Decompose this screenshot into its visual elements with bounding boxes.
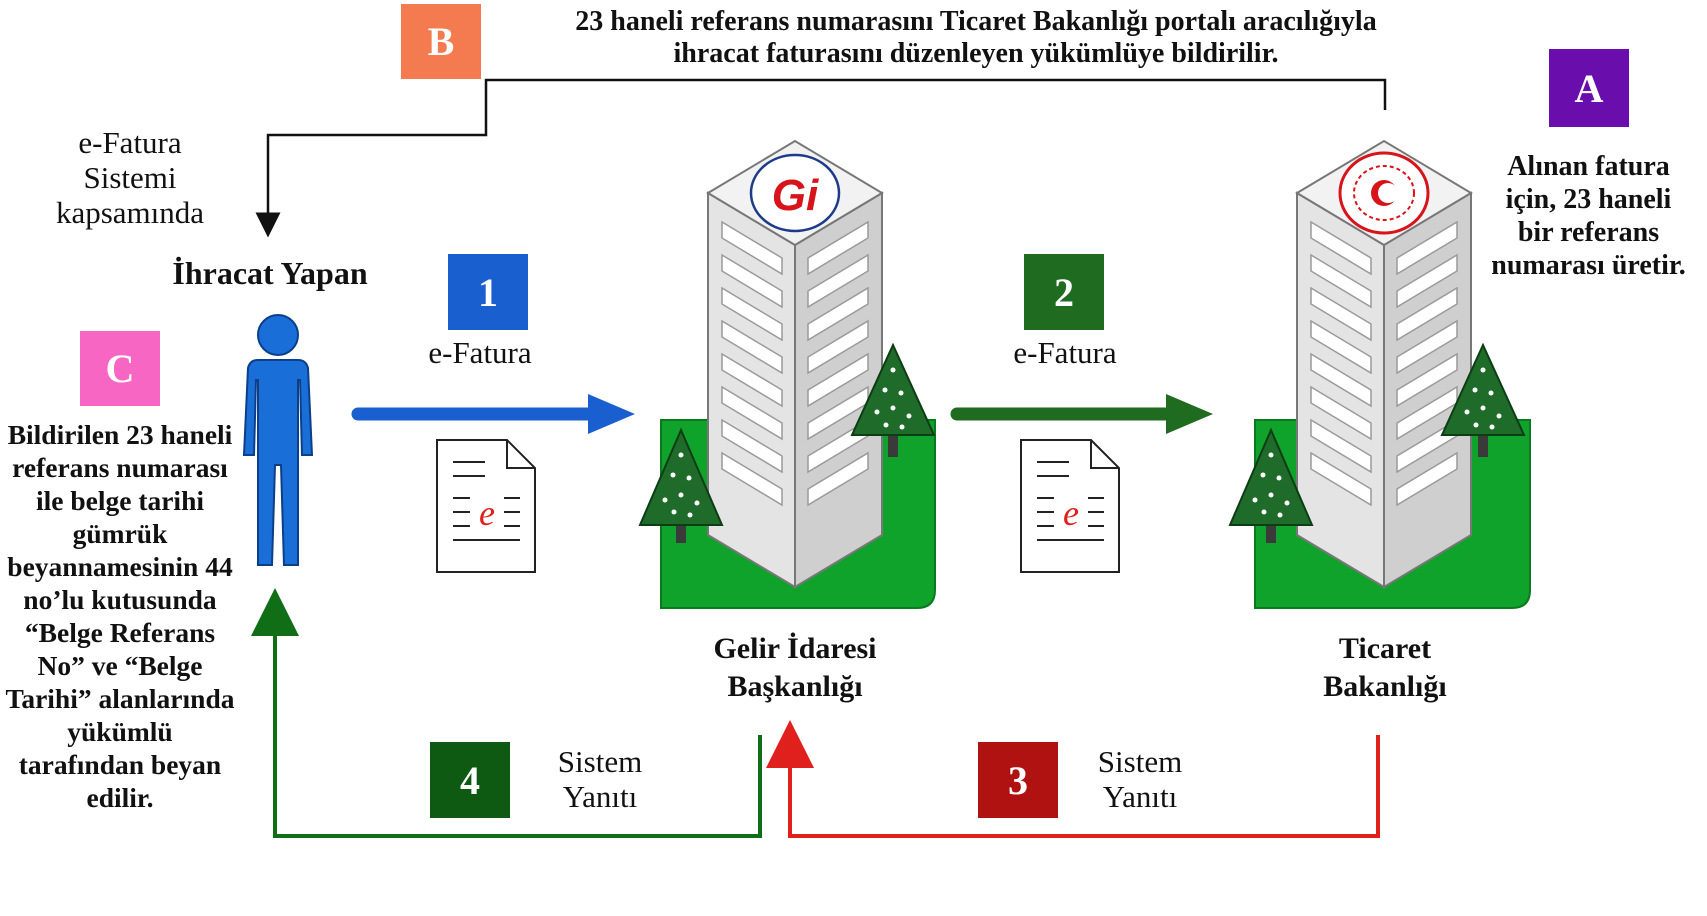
gib-logo-icon bbox=[749, 153, 841, 233]
c-description: Bildirilen 23 haneli referans numarası i… bbox=[5, 419, 235, 813]
a-line-3: bir referans bbox=[1517, 217, 1660, 249]
gib-line-2: Başkanlığı bbox=[727, 669, 863, 703]
arrow-2 bbox=[950, 394, 1213, 434]
a-line-1: Alınan fatura bbox=[1507, 151, 1670, 182]
efatura-scope-line-3: kapsamında bbox=[55, 195, 205, 231]
a-description: Alınan fatura için, 23 haneli bir refera… bbox=[1470, 150, 1707, 282]
building-gib-icon: Gi bbox=[706, 139, 884, 589]
response-3-line-2: Yanıtı bbox=[1102, 779, 1178, 815]
b-line-2: ihracat faturasını düzenleyen yükümlüye … bbox=[673, 37, 1279, 69]
a-line-4: numarası üretir. bbox=[1491, 250, 1686, 282]
tree-icon bbox=[850, 342, 936, 457]
efatura-scope-line-2: Sistemi bbox=[83, 160, 177, 196]
badge-step-2: 2 bbox=[1024, 254, 1104, 330]
arrow-1-label: e-Fatura bbox=[428, 335, 532, 370]
building-tb-icon bbox=[1295, 139, 1473, 589]
b-description: 23 haneli referans numarasını Ticaret Ba… bbox=[486, 6, 1466, 69]
response-4-line-1: Sistem bbox=[557, 744, 643, 779]
tree-icon bbox=[1440, 342, 1526, 457]
tb-line-1: Ticaret bbox=[1338, 632, 1432, 665]
tb-line-2: Bakanlığı bbox=[1323, 669, 1447, 703]
badge-b: B bbox=[401, 4, 481, 79]
response-3-line-1: Sistem bbox=[1097, 744, 1183, 779]
response-4-label: Sistem Yanıtı bbox=[530, 744, 670, 814]
b-line-1: 23 haneli referans numarasını Ticaret Ba… bbox=[575, 6, 1377, 37]
badge-c: C bbox=[80, 331, 160, 406]
arrow-2-label: e-Fatura bbox=[1013, 335, 1117, 370]
a-line-2: için, 23 haneli bbox=[1505, 184, 1672, 216]
efatura-scope-label: e-Fatura Sistemi kapsamında bbox=[30, 125, 230, 230]
badge-step-3: 3 bbox=[978, 742, 1058, 818]
doc-letter-2: e bbox=[1054, 493, 1088, 534]
response-3-label: Sistem Yanıtı bbox=[1070, 744, 1210, 814]
response-4-line bbox=[251, 588, 762, 838]
gib-line-1: Gelir İdaresi bbox=[713, 632, 877, 665]
response-3-line bbox=[766, 720, 1380, 838]
badge-a: A bbox=[1549, 49, 1629, 127]
badge-step-1: 1 bbox=[448, 254, 528, 330]
tree-icon bbox=[638, 427, 724, 543]
b-connector-line bbox=[255, 78, 1387, 238]
doc-letter-1: e bbox=[470, 493, 504, 534]
tb-label: Ticaret Bakanlığı bbox=[1240, 630, 1530, 705]
gib-label: Gelir İdaresi Başkanlığı bbox=[650, 630, 940, 705]
response-4-line-2: Yanıtı bbox=[562, 779, 638, 815]
svg-text:Gi: Gi bbox=[772, 171, 819, 220]
arrow-1 bbox=[351, 394, 635, 434]
tree-icon bbox=[1228, 427, 1314, 543]
exporter-label: İhracat Yapan bbox=[172, 255, 368, 291]
person-icon bbox=[242, 314, 314, 566]
badge-step-4: 4 bbox=[430, 742, 510, 818]
efatura-scope-line-1: e-Fatura bbox=[78, 125, 182, 160]
